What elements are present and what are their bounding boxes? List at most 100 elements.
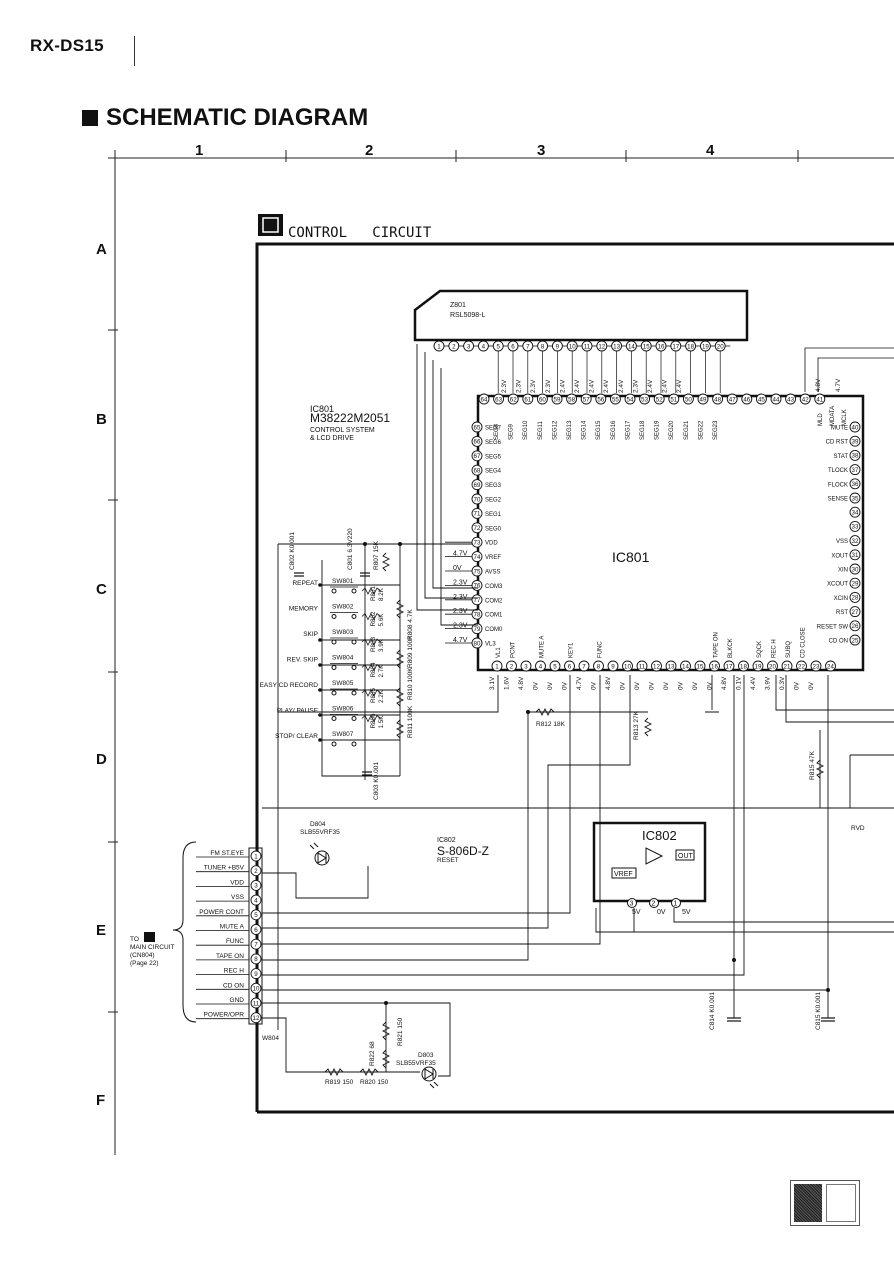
pin-marker: 46 xyxy=(741,393,753,405)
pin-number: 66 xyxy=(474,439,481,446)
section-letter-box xyxy=(258,214,283,236)
r809-label: R809 100K xyxy=(407,635,414,668)
pin-signal: MCLK xyxy=(842,409,848,426)
lcd-pin: 19 xyxy=(699,340,711,352)
switch-ref: SW804 xyxy=(332,655,354,662)
section-letter: D xyxy=(265,219,274,234)
pin-voltage: 0V xyxy=(620,681,627,690)
pin-marker: 24 xyxy=(825,660,836,672)
connector-pin-label: POWER CONT xyxy=(199,909,244,916)
pin-signal: FLOCK xyxy=(828,482,848,488)
rvd-label: RVD xyxy=(851,825,865,832)
lcd-pin-number: 3 xyxy=(467,343,471,350)
lcd-pin: 6 xyxy=(507,340,519,352)
lcd-pin-number: 8 xyxy=(541,343,545,350)
pin-signal: SEG8 xyxy=(494,423,500,440)
connector-pin-label: VDD xyxy=(230,879,244,886)
pin-signal: SEG22 xyxy=(698,420,704,440)
pin-marker: 54 xyxy=(624,393,636,405)
pin-voltage: 4.8V xyxy=(815,378,822,392)
pin-voltage: 0V xyxy=(808,681,815,690)
pin-number: 22 xyxy=(798,663,805,670)
lcd-pin-number: 20 xyxy=(717,343,724,350)
r811-label: R811 100K xyxy=(407,705,414,738)
pin-marker: 66 xyxy=(471,435,483,447)
connector-pin-number: 10 xyxy=(253,986,260,993)
pin-marker: 71 xyxy=(471,507,483,519)
pin-number: 74 xyxy=(474,554,481,561)
pin-marker: 55 xyxy=(609,393,621,405)
pin-number: 65 xyxy=(474,424,481,431)
ic802-v0: 0V xyxy=(657,909,666,916)
pin-marker: 73 xyxy=(471,536,483,548)
connector-pin: 1 xyxy=(250,850,262,862)
pin-voltage: 2.4V xyxy=(589,379,596,393)
r815-label: R815 47K xyxy=(809,750,816,780)
pin-marker: 39 xyxy=(849,435,861,447)
pin-signal: SEG6 xyxy=(485,440,502,446)
pin-signal: TLOCK xyxy=(828,468,848,474)
pin-voltage: 2.4V xyxy=(559,379,566,393)
lcd-pin: 10 xyxy=(566,340,578,352)
pin-marker: 17 xyxy=(723,660,735,672)
pin-marker: 49 xyxy=(697,393,709,405)
pin-signal: SEG5 xyxy=(485,454,502,460)
pin-marker: 62 xyxy=(507,393,519,405)
pin-signal: SEG12 xyxy=(552,420,558,440)
pin-number: 35 xyxy=(852,495,859,502)
pin-signal: REC H xyxy=(772,639,778,658)
connector-pin-label: REC H xyxy=(224,968,245,975)
connector-pin-number: 11 xyxy=(253,1000,260,1007)
c801-label: C801 6.3V220 xyxy=(347,528,354,570)
page-title-text: SCHEMATIC DIAGRAM xyxy=(106,104,369,131)
connector-pin: 2 xyxy=(250,865,262,877)
pin-number: 56 xyxy=(597,396,604,403)
c803-label: C803 K0.001 xyxy=(373,762,380,800)
pin-marker: 15 xyxy=(694,660,706,672)
pin-signal: SEG15 xyxy=(596,420,602,440)
pin-marker: 43 xyxy=(785,393,797,405)
pin-number: 62 xyxy=(510,396,517,403)
pin-voltage: 0V xyxy=(794,681,801,690)
pin-number: 3 xyxy=(524,663,528,670)
pin-number: 40 xyxy=(852,424,859,431)
pin-number: 1 xyxy=(495,663,499,670)
pin-marker: 77 xyxy=(471,594,483,606)
lcd-pin: 11 xyxy=(581,340,593,352)
pin-voltage: 0.1V xyxy=(736,676,743,690)
pin-voltage: 0V xyxy=(634,681,641,690)
pin-number: 15 xyxy=(697,663,704,670)
pin-signal: SEG11 xyxy=(538,420,544,440)
pin-marker: 13 xyxy=(665,660,677,672)
pin-marker: 45 xyxy=(755,393,767,405)
lcd-pin-number: 4 xyxy=(482,343,486,350)
pin-number: 58 xyxy=(568,396,575,403)
pin-voltage: 0V xyxy=(692,681,699,690)
connector-dest1: MAIN CIRCUIT xyxy=(130,944,174,951)
pin-number: 17 xyxy=(726,663,733,670)
col-label: 2 xyxy=(365,142,373,159)
pin-number: 38 xyxy=(852,453,859,460)
connector-pin: 4 xyxy=(250,894,262,906)
pin-number: 71 xyxy=(474,511,481,518)
row-label: F xyxy=(96,1092,105,1109)
r810-label: R810 100K xyxy=(407,667,414,700)
pin-voltage: 4.7V xyxy=(453,637,468,644)
pin-number: 24 xyxy=(827,663,834,670)
connector-pin-number: 7 xyxy=(254,942,258,949)
pin-marker: 4 xyxy=(535,660,546,672)
connector-pin: 11 xyxy=(250,997,262,1009)
pin-signal: VL1 xyxy=(496,647,502,658)
switch-label: STOP/ CLEAR xyxy=(275,733,318,740)
connector-pin-number: 3 xyxy=(254,883,258,890)
resistor-symbols xyxy=(324,552,825,1077)
board-outline xyxy=(255,242,894,1114)
connector-pin-label: CD ON xyxy=(223,982,244,989)
row-label: E xyxy=(96,922,106,939)
lcd-pin: 8 xyxy=(537,340,549,352)
pin-marker: 26 xyxy=(849,620,861,632)
pin-voltage: 2.3V xyxy=(453,594,468,601)
